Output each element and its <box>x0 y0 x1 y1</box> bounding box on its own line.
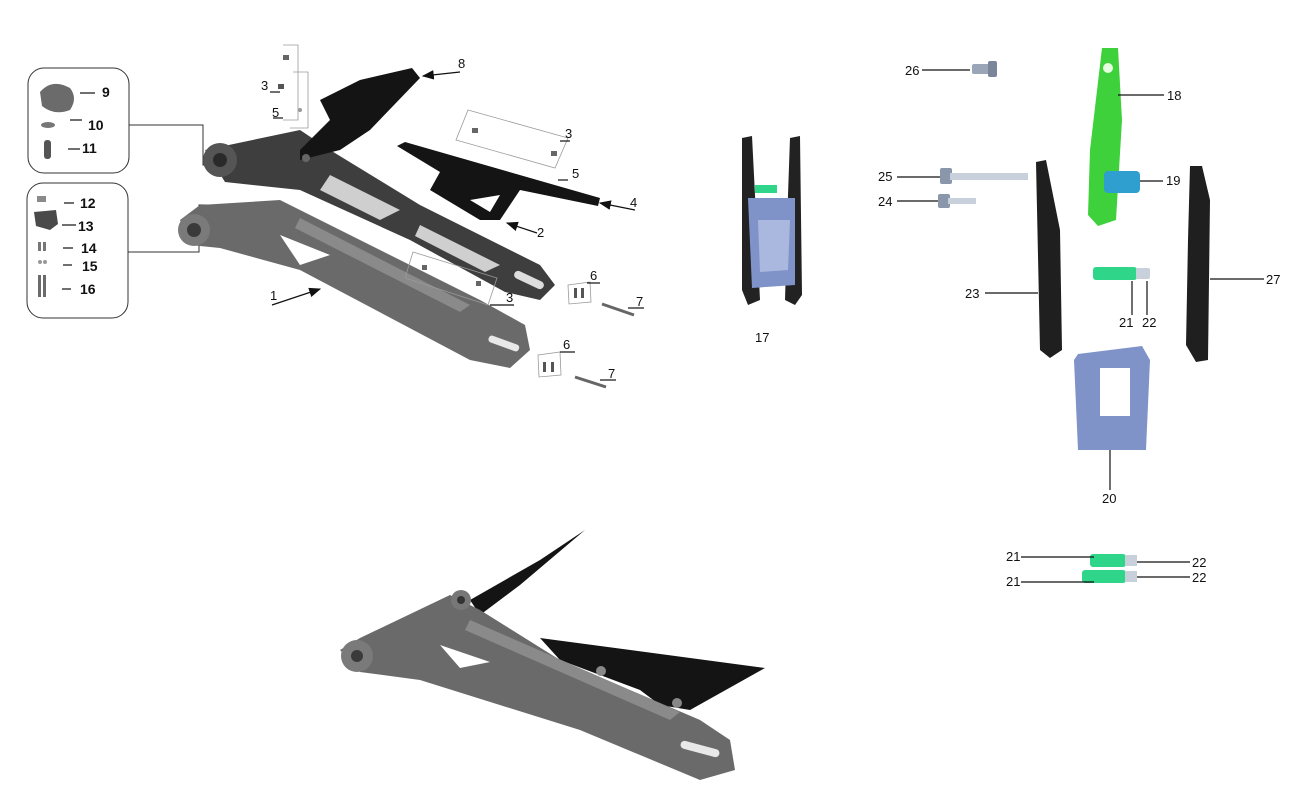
green-plate-part: 18 <box>1088 48 1181 226</box>
side-plate-27-part: 27 <box>1186 166 1280 362</box>
bushing-19-part: 19 <box>1104 171 1180 193</box>
upper-arm-part <box>203 130 555 300</box>
label-21-low: 21 <box>1006 574 1020 589</box>
label-5-right: 5 <box>572 166 579 181</box>
label-10: 10 <box>88 117 104 133</box>
label-9: 9 <box>102 84 110 100</box>
label-21-mid: 21 <box>1006 549 1020 564</box>
label-20: 20 <box>1102 491 1116 506</box>
arrow-4 <box>598 200 636 211</box>
pin-pair-part: 21 21 22 22 <box>1006 549 1206 589</box>
label-16: 16 <box>80 281 96 297</box>
chain-guard-part <box>397 142 600 220</box>
hardware-box-right: 3 5 <box>455 109 579 181</box>
label-21-upper: 21 <box>1119 315 1133 330</box>
arrow-2 <box>505 221 538 234</box>
long-bolt-part <box>38 275 41 297</box>
label-19: 19 <box>1166 173 1180 188</box>
screw-set-upper: 6 7 <box>567 268 644 317</box>
callout-box-hardware-upper: 9 10 11 <box>27 67 130 174</box>
bracket-assembly-part: 17 <box>742 136 802 345</box>
arrow-8 <box>421 70 461 80</box>
label-2: 2 <box>537 225 544 240</box>
screw-set-lower: 6 7 <box>537 337 616 389</box>
bushing-part <box>44 140 51 159</box>
label-15: 15 <box>82 258 98 274</box>
label-8: 8 <box>458 56 465 71</box>
callout-box-hardware-lower: 12 13 14 15 16 <box>26 182 129 319</box>
label-11: 11 <box>82 140 97 156</box>
label-25: 25 <box>878 169 892 184</box>
label-13: 13 <box>78 218 94 234</box>
label-4: 4 <box>630 195 637 210</box>
hardware-box-middle: 3 <box>404 251 514 306</box>
label-12: 12 <box>80 195 96 211</box>
label-6-upper: 6 <box>590 268 597 283</box>
label-27: 27 <box>1266 272 1280 287</box>
spring-pin-part: 21 22 <box>1093 267 1156 330</box>
nut-part <box>37 196 46 202</box>
label-23: 23 <box>965 286 979 301</box>
bolt-24-part: 24 <box>878 194 976 209</box>
label-5-top: 5 <box>272 105 279 120</box>
label-26: 26 <box>905 63 919 78</box>
label-22-mid: 22 <box>1192 555 1206 570</box>
label-22-upper: 22 <box>1142 315 1156 330</box>
label-24: 24 <box>878 194 892 209</box>
label-3-top: 3 <box>261 78 268 93</box>
clamp-part <box>34 210 58 230</box>
label-14: 14 <box>81 240 97 256</box>
rubber-cap-part <box>40 83 74 113</box>
label-7-lower: 7 <box>608 366 615 381</box>
label-7-upper: 7 <box>636 294 643 309</box>
label-18: 18 <box>1167 88 1181 103</box>
assembled-swing-arm-view <box>340 530 765 780</box>
washer-part <box>41 122 55 128</box>
label-17: 17 <box>755 330 769 345</box>
bolt-26-part: 26 <box>905 61 997 78</box>
arrow-1 <box>271 287 322 306</box>
bolt-25-part: 25 <box>878 168 1028 184</box>
label-22-low: 22 <box>1192 570 1206 585</box>
mudguard-part <box>300 68 420 162</box>
side-plate-23-part: 23 <box>965 160 1062 358</box>
swing-arm-part <box>178 200 530 368</box>
label-6-lower: 6 <box>563 337 570 352</box>
label-3-middle: 3 <box>506 290 513 305</box>
hardware-box-top: 3 5 <box>261 44 309 129</box>
label-1: 1 <box>270 288 277 303</box>
label-3-right: 3 <box>565 126 572 141</box>
blue-frame-part: 20 <box>1074 346 1150 506</box>
